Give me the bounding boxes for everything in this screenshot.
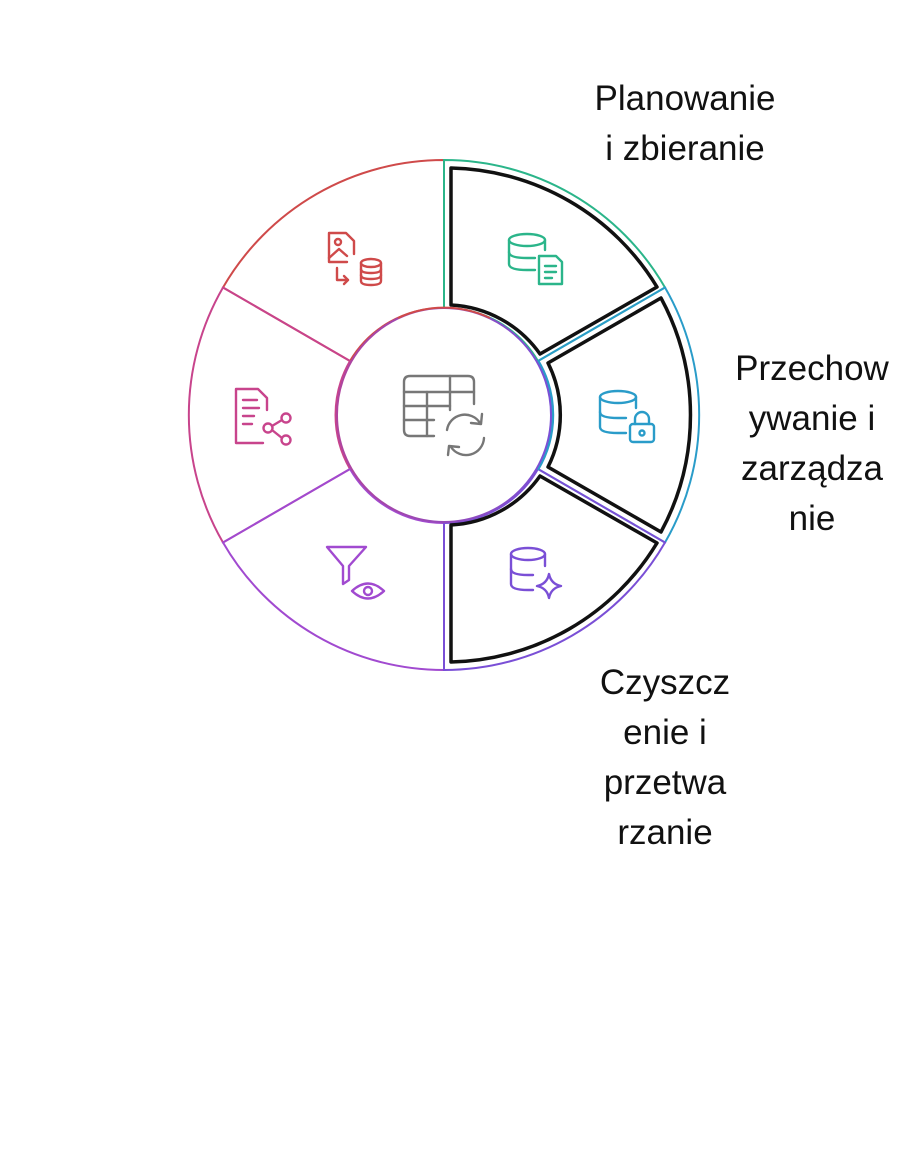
label-planning-collecting: Planowanie i zbieranie (560, 74, 810, 174)
label-line: i zbieranie (605, 129, 765, 168)
database-document-icon (507, 232, 564, 286)
label-line: Czyszcz (599, 663, 731, 702)
label-line: enie i (623, 713, 707, 752)
segment-highlight-1 (449, 166, 659, 356)
label-line: Planowanie (594, 79, 776, 118)
label-line: nie (788, 499, 836, 538)
label-line: ywanie i (748, 399, 876, 438)
hub-arc-right (537, 359, 555, 471)
segment-outline-3 (443, 467, 667, 672)
label-line: przetwa (603, 763, 727, 802)
label-line: Przechow (735, 349, 889, 388)
document-share-icon (234, 387, 292, 446)
database-lock-icon (598, 389, 656, 444)
label-cleaning-processing: Czyszcz enie i przetwa rzanie (580, 658, 750, 858)
segment-highlight-2 (546, 296, 693, 534)
hub-arc-top (397, 306, 491, 319)
image-to-database-icon (327, 231, 383, 287)
label-line: zarządza (740, 449, 884, 488)
segment-outline-5 (187, 286, 352, 544)
funnel-eye-icon (325, 545, 386, 600)
database-sparkle-icon (509, 546, 563, 600)
hub-circle (336, 307, 552, 523)
label-line: rzanie (617, 813, 713, 852)
table-refresh-icon (402, 374, 486, 457)
segment-highlight-3 (449, 474, 659, 664)
label-storage-management: Przechow ywanie i zarządza nie (712, 344, 912, 544)
segment-outline-4 (221, 467, 445, 672)
